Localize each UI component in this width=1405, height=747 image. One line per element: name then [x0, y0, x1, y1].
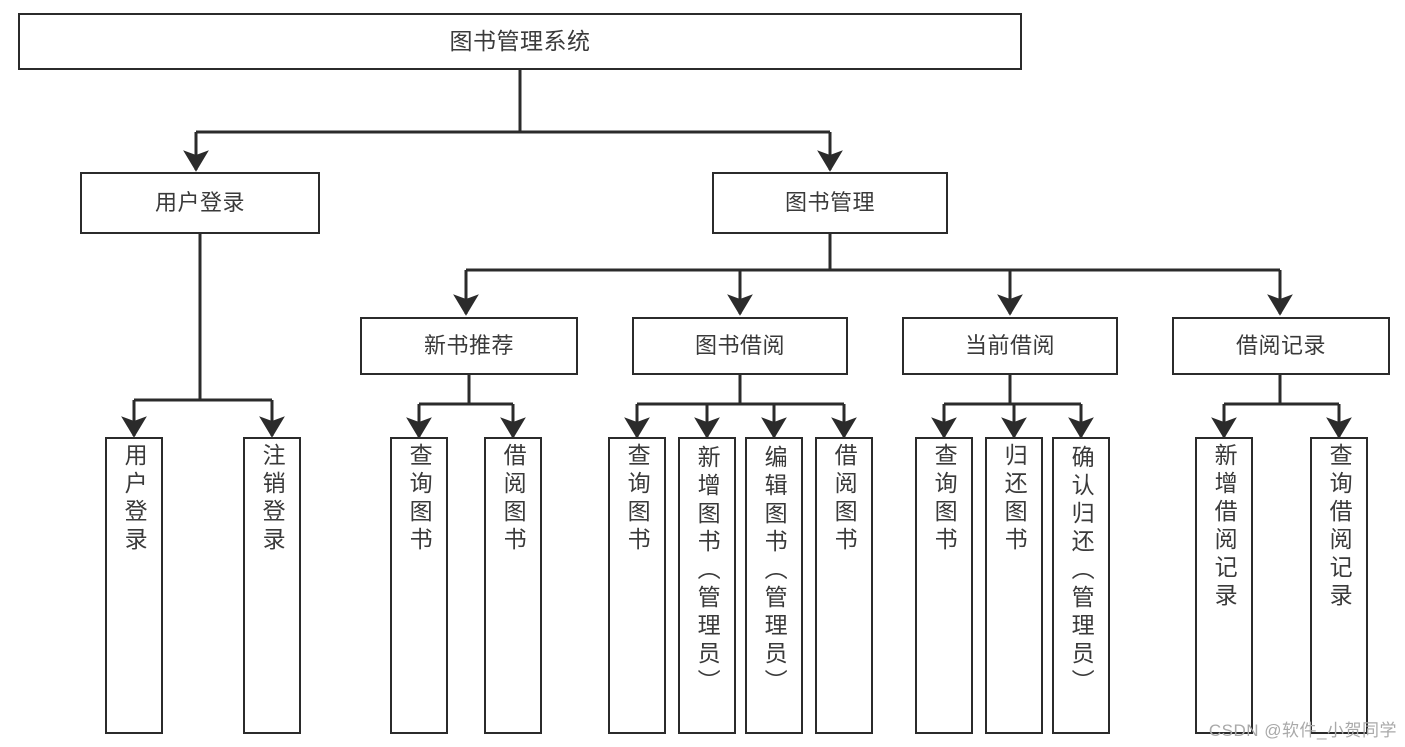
node-leaf-edit-book[interactable]: 编辑图书（管理员）: [745, 437, 803, 734]
node-leaf-query-record[interactable]: 查询借阅记录: [1310, 437, 1368, 734]
node-user-login[interactable]: 用户登录: [80, 172, 320, 234]
node-label: 图书管理: [784, 190, 875, 216]
node-label: 查询借阅记录: [1326, 443, 1353, 611]
node-new-book-recommend[interactable]: 新书推荐: [360, 317, 578, 375]
watermark-text: CSDN @软件_小贺同学: [1208, 721, 1397, 740]
node-label: 编辑图书（管理员）: [761, 445, 788, 697]
node-book-borrow[interactable]: 图书借阅: [632, 317, 848, 375]
node-leaf-query-book-3[interactable]: 查询图书: [915, 437, 973, 734]
node-label: 新增图书（管理员）: [694, 445, 721, 697]
node-label: 借阅图书: [500, 443, 527, 555]
node-root-system[interactable]: 图书管理系统: [18, 13, 1022, 70]
node-label: 查询图书: [624, 443, 651, 555]
node-leaf-query-book-2[interactable]: 查询图书: [608, 437, 666, 734]
node-label: 注销登录: [259, 443, 286, 555]
node-leaf-confirm-return[interactable]: 确认归还（管理员）: [1052, 437, 1110, 734]
node-label: 用户登录: [121, 443, 148, 555]
node-leaf-return-book[interactable]: 归还图书: [985, 437, 1043, 734]
node-label: 借阅图书: [831, 443, 858, 555]
node-book-manage[interactable]: 图书管理: [712, 172, 948, 234]
node-leaf-borrow-book-2[interactable]: 借阅图书: [815, 437, 873, 734]
node-label: 查询图书: [931, 443, 958, 555]
node-label: 当前借阅: [964, 333, 1055, 359]
node-label: 归还图书: [1001, 443, 1028, 555]
node-label: 查询图书: [406, 443, 433, 555]
node-current-borrow[interactable]: 当前借阅: [902, 317, 1118, 375]
node-label: 图书管理系统: [449, 27, 591, 54]
node-label: 图书借阅: [694, 333, 785, 359]
node-leaf-add-book[interactable]: 新增图书（管理员）: [678, 437, 736, 734]
node-label: 新书推荐: [423, 333, 514, 359]
node-label: 借阅记录: [1235, 333, 1326, 359]
node-leaf-user-login[interactable]: 用户登录: [105, 437, 163, 734]
node-leaf-borrow-book-1[interactable]: 借阅图书: [484, 437, 542, 734]
node-borrow-record[interactable]: 借阅记录: [1172, 317, 1390, 375]
node-leaf-query-book-1[interactable]: 查询图书: [390, 437, 448, 734]
node-leaf-add-record[interactable]: 新增借阅记录: [1195, 437, 1253, 734]
node-label: 新增借阅记录: [1211, 443, 1238, 611]
node-label: 用户登录: [154, 190, 245, 216]
node-label: 确认归还（管理员）: [1068, 445, 1095, 697]
node-leaf-user-logout[interactable]: 注销登录: [243, 437, 301, 734]
